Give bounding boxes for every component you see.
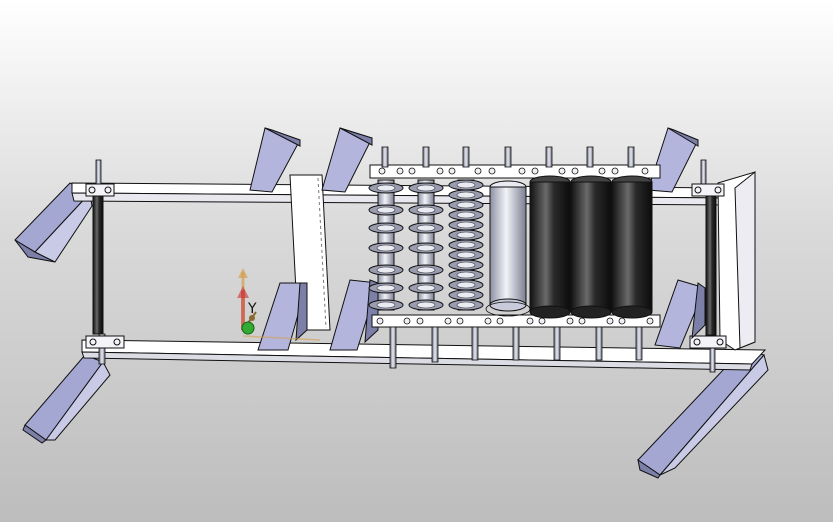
channel-leg-bottom-left	[22, 354, 111, 444]
dark-roller-1	[529, 175, 571, 319]
channel-post-top-3	[647, 127, 699, 193]
bearing-blocks	[85, 183, 727, 349]
triad-y-label: Y	[247, 301, 257, 317]
shaft-bottom-2	[431, 326, 439, 363]
channel-leg-top-left	[14, 182, 93, 263]
shaft-bottom-6	[595, 326, 603, 361]
shaft-bottom-5	[553, 326, 561, 361]
triad-origin	[241, 321, 255, 335]
shaft-bottom-7	[635, 326, 643, 361]
shaft-bottom-4	[512, 326, 520, 361]
shaft-top-2	[422, 146, 430, 168]
light-cylinder-roller	[485, 180, 531, 317]
shaft-top-6	[586, 146, 594, 168]
channel-post-bottom-3	[654, 279, 706, 349]
channel-post-bottom-1	[257, 282, 308, 351]
roller-top-plate	[369, 164, 661, 179]
coordinate-triad: Y	[237, 268, 321, 341]
shaft-top-4	[504, 146, 512, 168]
dark-roller-3	[611, 175, 653, 319]
shaft-top-5	[545, 146, 553, 168]
channel-leg-bottom-right	[637, 349, 769, 479]
shaft-top-1	[381, 146, 389, 168]
channel-post-top-2	[321, 127, 373, 193]
shaft-top-7	[627, 146, 635, 168]
disc-roller-2	[408, 179, 444, 311]
shaft-bottom-1	[389, 326, 397, 369]
frame-bottom-rail	[81, 339, 767, 371]
roller-shafts	[381, 146, 643, 369]
disc-forming-rollers	[368, 179, 484, 311]
roller-bottom-plate	[371, 314, 661, 328]
frame-right-column	[717, 170, 756, 351]
disc-roller-1	[368, 179, 404, 311]
shaft-top-3	[462, 146, 470, 168]
shaft-bottom-3	[471, 326, 479, 361]
channel-post-top-1	[249, 127, 301, 193]
dark-roller-2	[570, 175, 612, 319]
disc-roller-3	[448, 179, 484, 311]
